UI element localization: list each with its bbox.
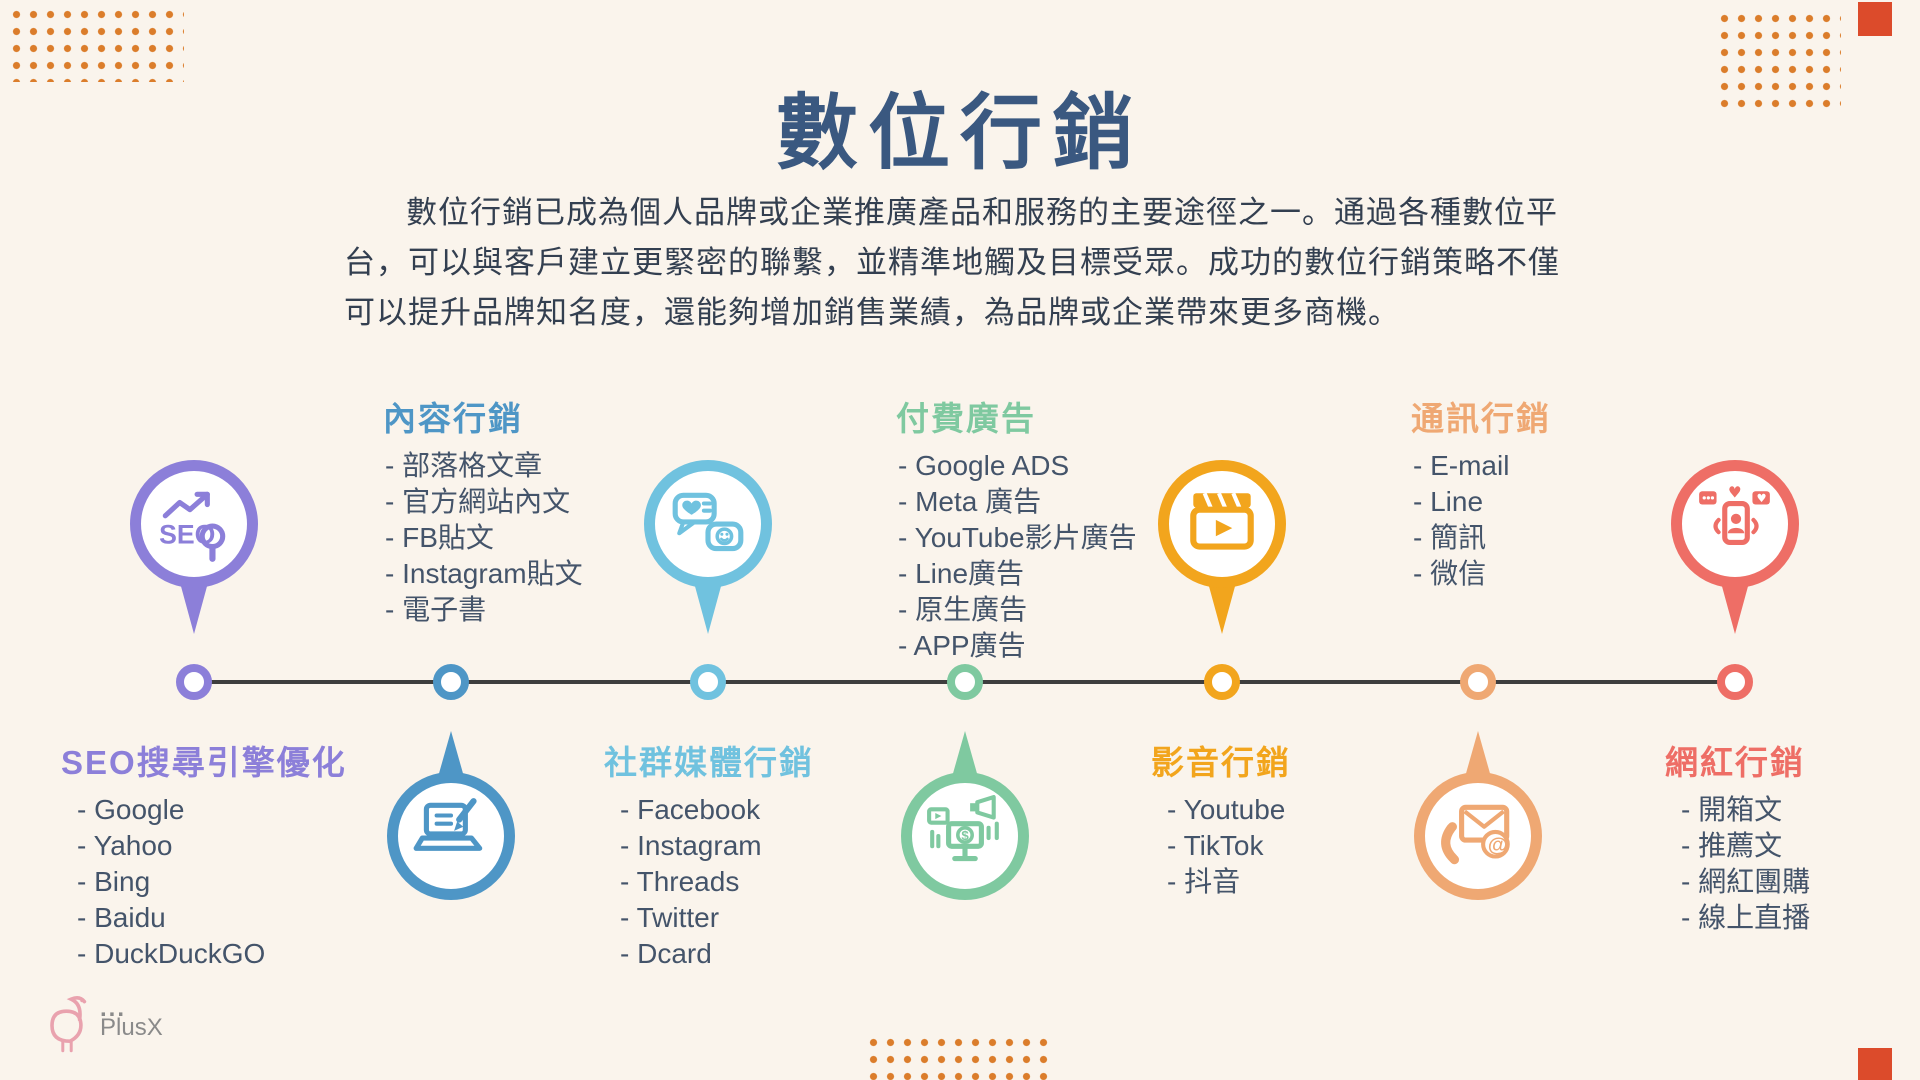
timeline-node-influencer — [1717, 664, 1753, 700]
list-item: - YouTube影片廣告 — [898, 522, 1137, 553]
section-title: 內容行銷 — [383, 400, 523, 437]
marker-circle — [387, 772, 515, 900]
influencer-section: 網紅行銷 - 開箱文 - 推薦文 - 網紅團購 - 線上直播 — [1665, 742, 1810, 936]
list-item: - Yahoo — [77, 830, 173, 861]
list-item: - 電子書 — [385, 594, 487, 625]
flamingo-icon — [50, 996, 87, 1053]
list-item: - 原生廣告 — [898, 594, 1028, 625]
social-media-section: 社群媒體行銷 - Facebook - Instagram - Threads … — [604, 742, 814, 972]
list-item: - Instagram貼文 — [385, 558, 583, 589]
list-item: - 抖音 — [1167, 866, 1241, 897]
list-item: - APP廣告 — [898, 630, 1026, 661]
timeline-node-messaging — [1460, 664, 1496, 700]
list-item: - Twitter — [620, 902, 720, 933]
list-item: - FB貼文 — [385, 522, 494, 553]
list-item: - Baidu — [77, 902, 166, 933]
video-marketing-section: 影音行銷 - Youtube - TikTok - 抖音 — [1151, 742, 1291, 900]
intro-paragraph: 數位行銷已成為個人品牌或企業推廣產品和服務的主要途徑之一。通過各種數位平台，可以… — [344, 195, 1560, 330]
section-title: 通訊行銷 — [1411, 400, 1551, 437]
section-list: - Facebook - Instagram - Threads - Twitt… — [604, 792, 814, 972]
list-item: - Meta 廣告 — [898, 486, 1042, 517]
list-item: - Instagram — [620, 830, 762, 861]
list-item: - 官方網站內文 — [385, 486, 571, 517]
envelope-phone-icon: @ — [1441, 804, 1510, 865]
list-item: - Line — [1413, 486, 1484, 517]
list-item: - 簡訊 — [1413, 522, 1487, 553]
marker-circle — [1158, 460, 1286, 588]
marker-circle: ♥ ♥ — [1671, 460, 1799, 588]
section-title: SEO搜尋引擎優化 — [61, 744, 347, 781]
marker-circle: $ — [901, 772, 1029, 900]
corner-square-bottom-right — [1858, 1048, 1892, 1080]
section-list: - Youtube - TikTok - 抖音 — [1151, 792, 1291, 900]
timeline-node-seo — [176, 664, 212, 700]
list-item: - DuckDuckGO — [77, 938, 266, 969]
influencer-phone-icon: ♥ ♥ — [1699, 483, 1770, 546]
list-item: - 網紅團購 — [1681, 866, 1811, 897]
list-item: - Google — [77, 794, 185, 825]
section-title: 影音行銷 — [1151, 744, 1291, 781]
section-title: 付費廣告 — [896, 400, 1036, 437]
marker-circle: @ — [1414, 772, 1542, 900]
list-item: - 微信 — [1413, 558, 1487, 589]
seo-magnifier-icon: SEO — [159, 491, 226, 562]
list-item: - Facebook — [620, 794, 761, 825]
list-item: - Line廣告 — [898, 558, 1025, 589]
ads-monitor-megaphone-icon: $ — [927, 795, 999, 862]
section-list: - E-mail - Line - 簡訊 - 微信 — [1411, 448, 1551, 592]
logo-text: PlusX — [100, 1014, 163, 1041]
list-item: - E-mail — [1413, 450, 1510, 481]
list-item: - 開箱文 — [1681, 794, 1783, 825]
content-marketing-section: 內容行銷 - 部落格文章 - 官方網站內文 - FB貼文 - Instagram… — [383, 398, 583, 628]
section-title: 網紅行銷 — [1665, 744, 1805, 781]
svg-text:♥: ♥ — [1757, 492, 1767, 505]
chat-bubbles-icon — [672, 492, 744, 552]
list-item: - Google ADS — [898, 450, 1070, 481]
plusx-logo: ... PlusX — [34, 986, 163, 1058]
dot-pattern-bottom-center — [865, 1034, 1053, 1080]
dot-pattern-top-right — [1716, 10, 1841, 110]
dot-pattern-top-left — [8, 6, 184, 82]
section-list: - 開箱文 - 推薦文 - 網紅團購 - 線上直播 — [1665, 792, 1810, 936]
list-item: - Bing — [77, 866, 151, 897]
section-list: - Google - Yahoo - Bing - Baidu - DuckDu… — [61, 792, 347, 972]
section-title: 社群媒體行銷 — [604, 744, 814, 781]
list-item: - Threads — [620, 866, 740, 897]
svg-text:$: $ — [961, 828, 969, 843]
page-title: 數位行銷 — [775, 88, 1144, 179]
seo-section: SEO搜尋引擎優化 - Google - Yahoo - Bing - Baid… — [61, 742, 347, 972]
list-item: - 線上直播 — [1681, 902, 1811, 933]
marker-circle — [644, 460, 772, 588]
timeline-node-social — [690, 664, 726, 700]
list-item: - Youtube — [1167, 794, 1286, 825]
list-item: - 推薦文 — [1681, 830, 1783, 861]
messaging-section: 通訊行銷 - E-mail - Line - 簡訊 - 微信 — [1411, 398, 1551, 592]
timeline-node-paid-ads — [947, 664, 983, 700]
svg-text:♥: ♥ — [1728, 483, 1742, 501]
timeline-node-content — [433, 664, 469, 700]
laptop-pencil-icon — [413, 798, 483, 851]
list-item: - Dcard — [620, 938, 712, 969]
section-list: - 部落格文章 - 官方網站內文 - FB貼文 - Instagram貼文 - … — [383, 448, 583, 628]
corner-square-top-right — [1858, 2, 1892, 36]
clapperboard-play-icon — [1190, 492, 1254, 550]
timeline-node-video — [1204, 664, 1240, 700]
list-item: - 部落格文章 — [385, 450, 543, 481]
paid-ads-section: 付費廣告 - Google ADS - Meta 廣告 - YouTube影片廣… — [896, 398, 1137, 664]
svg-text:@: @ — [1488, 833, 1508, 856]
list-item: - TikTok — [1167, 830, 1264, 861]
section-list: - Google ADS - Meta 廣告 - YouTube影片廣告 - L… — [896, 448, 1137, 664]
marker-circle: SEO — [130, 460, 258, 588]
